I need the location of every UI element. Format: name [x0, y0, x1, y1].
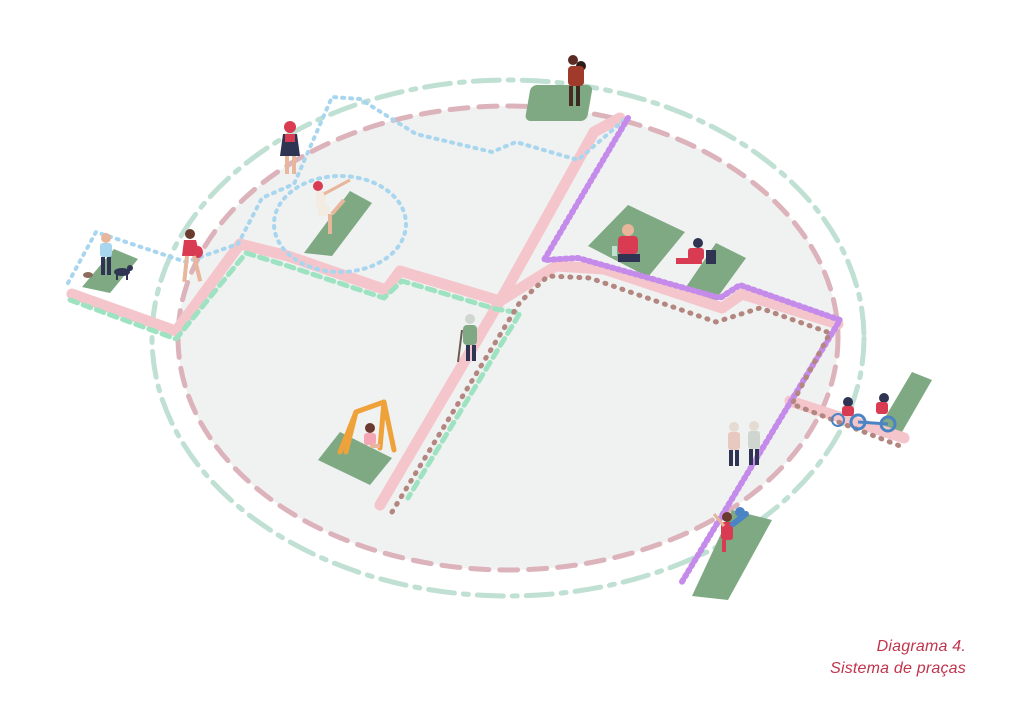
- main-path-diagonal: [374, 112, 626, 511]
- brown-route: [389, 273, 903, 515]
- plaza-swing: [318, 432, 392, 485]
- dog-walker-icon: [83, 233, 133, 280]
- park-area: [178, 106, 838, 570]
- outer-ring-route: [149, 77, 867, 599]
- yoga-woman-icon: [313, 178, 351, 234]
- caption-title: Diagrama 4.: [876, 638, 966, 655]
- climbing-child-icon: [712, 507, 749, 552]
- plaza-top: [525, 85, 593, 121]
- plaza-climb: [692, 510, 772, 600]
- plaza-cyclists: [880, 372, 932, 432]
- standing-woman-icon: [280, 121, 300, 174]
- child-on-swing-icon: [337, 399, 397, 455]
- elderly-with-cane-icon: [457, 314, 477, 363]
- caption-subtitle: Sistema de praças: [830, 660, 966, 677]
- purple-route: [541, 115, 843, 588]
- picnic-people-icon: [612, 224, 716, 264]
- elderly-couple-icon: [728, 421, 760, 466]
- cyclists-icon: [831, 393, 897, 433]
- embracing-couple-icon: [568, 55, 586, 106]
- pregnant-woman-icon: [182, 229, 203, 283]
- plaza-picnic-2: [684, 243, 746, 302]
- main-path-west: [66, 238, 844, 337]
- diagram-caption: Diagrama 4. Sistema de praças: [830, 636, 966, 680]
- plaza-yoga: [304, 191, 372, 256]
